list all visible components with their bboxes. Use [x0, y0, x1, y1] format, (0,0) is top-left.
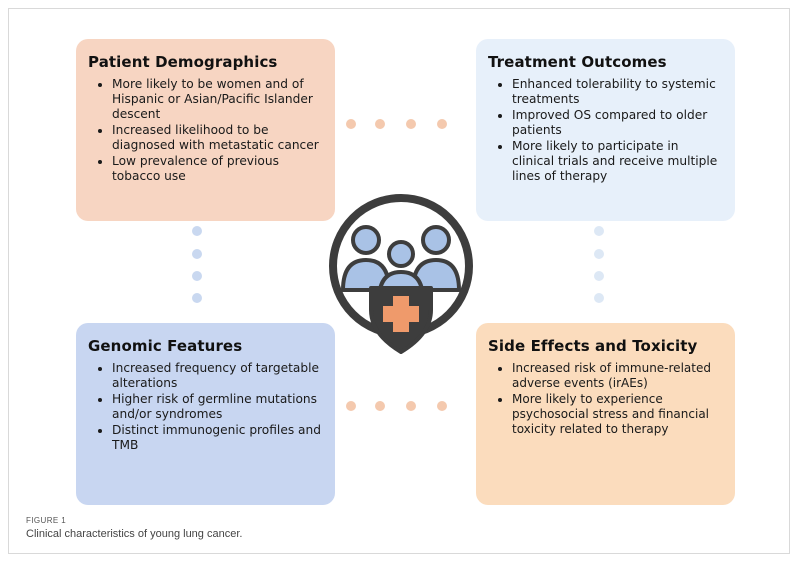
patient-demographics-box: Patient Demographics More likely to be w…: [76, 39, 335, 221]
genomic-features-box: Genomic Features Increased frequency of …: [76, 323, 335, 505]
list-item: Enhanced tolerability to systemic treatm…: [512, 77, 723, 107]
patient-group-shield-cross-icon: [329, 194, 473, 354]
connector-dot: [594, 271, 604, 281]
figure-caption: Clinical characteristics of young lung c…: [26, 528, 243, 540]
list-item: Higher risk of germline mutations and/or…: [112, 392, 323, 422]
patient-demographics-list: More likely to be women and of Hispanic …: [88, 77, 323, 184]
connector-dot: [346, 401, 356, 411]
connector-dot: [437, 119, 447, 129]
connector-dot: [437, 401, 447, 411]
list-item: Improved OS compared to older patients: [512, 108, 723, 138]
patient-demographics-title: Patient Demographics: [88, 53, 278, 71]
connector-dot: [375, 119, 385, 129]
treatment-outcomes-list: Enhanced tolerability to systemic treatm…: [488, 77, 723, 184]
treatment-outcomes-box: Treatment Outcomes Enhanced tolerability…: [476, 39, 735, 221]
side-effects-box: Side Effects and Toxicity Increased risk…: [476, 323, 735, 505]
side-effects-list: Increased risk of immune-related adverse…: [488, 361, 723, 437]
genomic-features-title: Genomic Features: [88, 337, 243, 355]
list-item: Low prevalence of previous tobacco use: [112, 154, 323, 184]
connector-dot: [594, 249, 604, 259]
connector-dot: [375, 401, 385, 411]
figure-frame: Patient Demographics More likely to be w…: [8, 8, 790, 554]
connector-dot: [346, 119, 356, 129]
treatment-outcomes-title: Treatment Outcomes: [488, 53, 667, 71]
list-item: More likely to experience psychosocial s…: [512, 392, 723, 437]
connector-dot: [594, 293, 604, 303]
connector-dot: [594, 226, 604, 236]
list-item: Increased risk of immune-related adverse…: [512, 361, 723, 391]
connector-dot: [192, 226, 202, 236]
connector-dot: [406, 119, 416, 129]
connector-dot: [192, 271, 202, 281]
connector-dot: [406, 401, 416, 411]
figure-label: FIGURE 1: [26, 516, 67, 525]
genomic-features-list: Increased frequency of targetable altera…: [88, 361, 323, 453]
side-effects-title: Side Effects and Toxicity: [488, 337, 698, 355]
connector-dot: [192, 249, 202, 259]
list-item: Distinct immunogenic profiles and TMB: [112, 423, 323, 453]
list-item: Increased frequency of targetable altera…: [112, 361, 323, 391]
list-item: More likely to be women and of Hispanic …: [112, 77, 323, 122]
list-item: More likely to participate in clinical t…: [512, 139, 723, 184]
connector-dot: [192, 293, 202, 303]
list-item: Increased likelihood to be diagnosed wit…: [112, 123, 323, 153]
